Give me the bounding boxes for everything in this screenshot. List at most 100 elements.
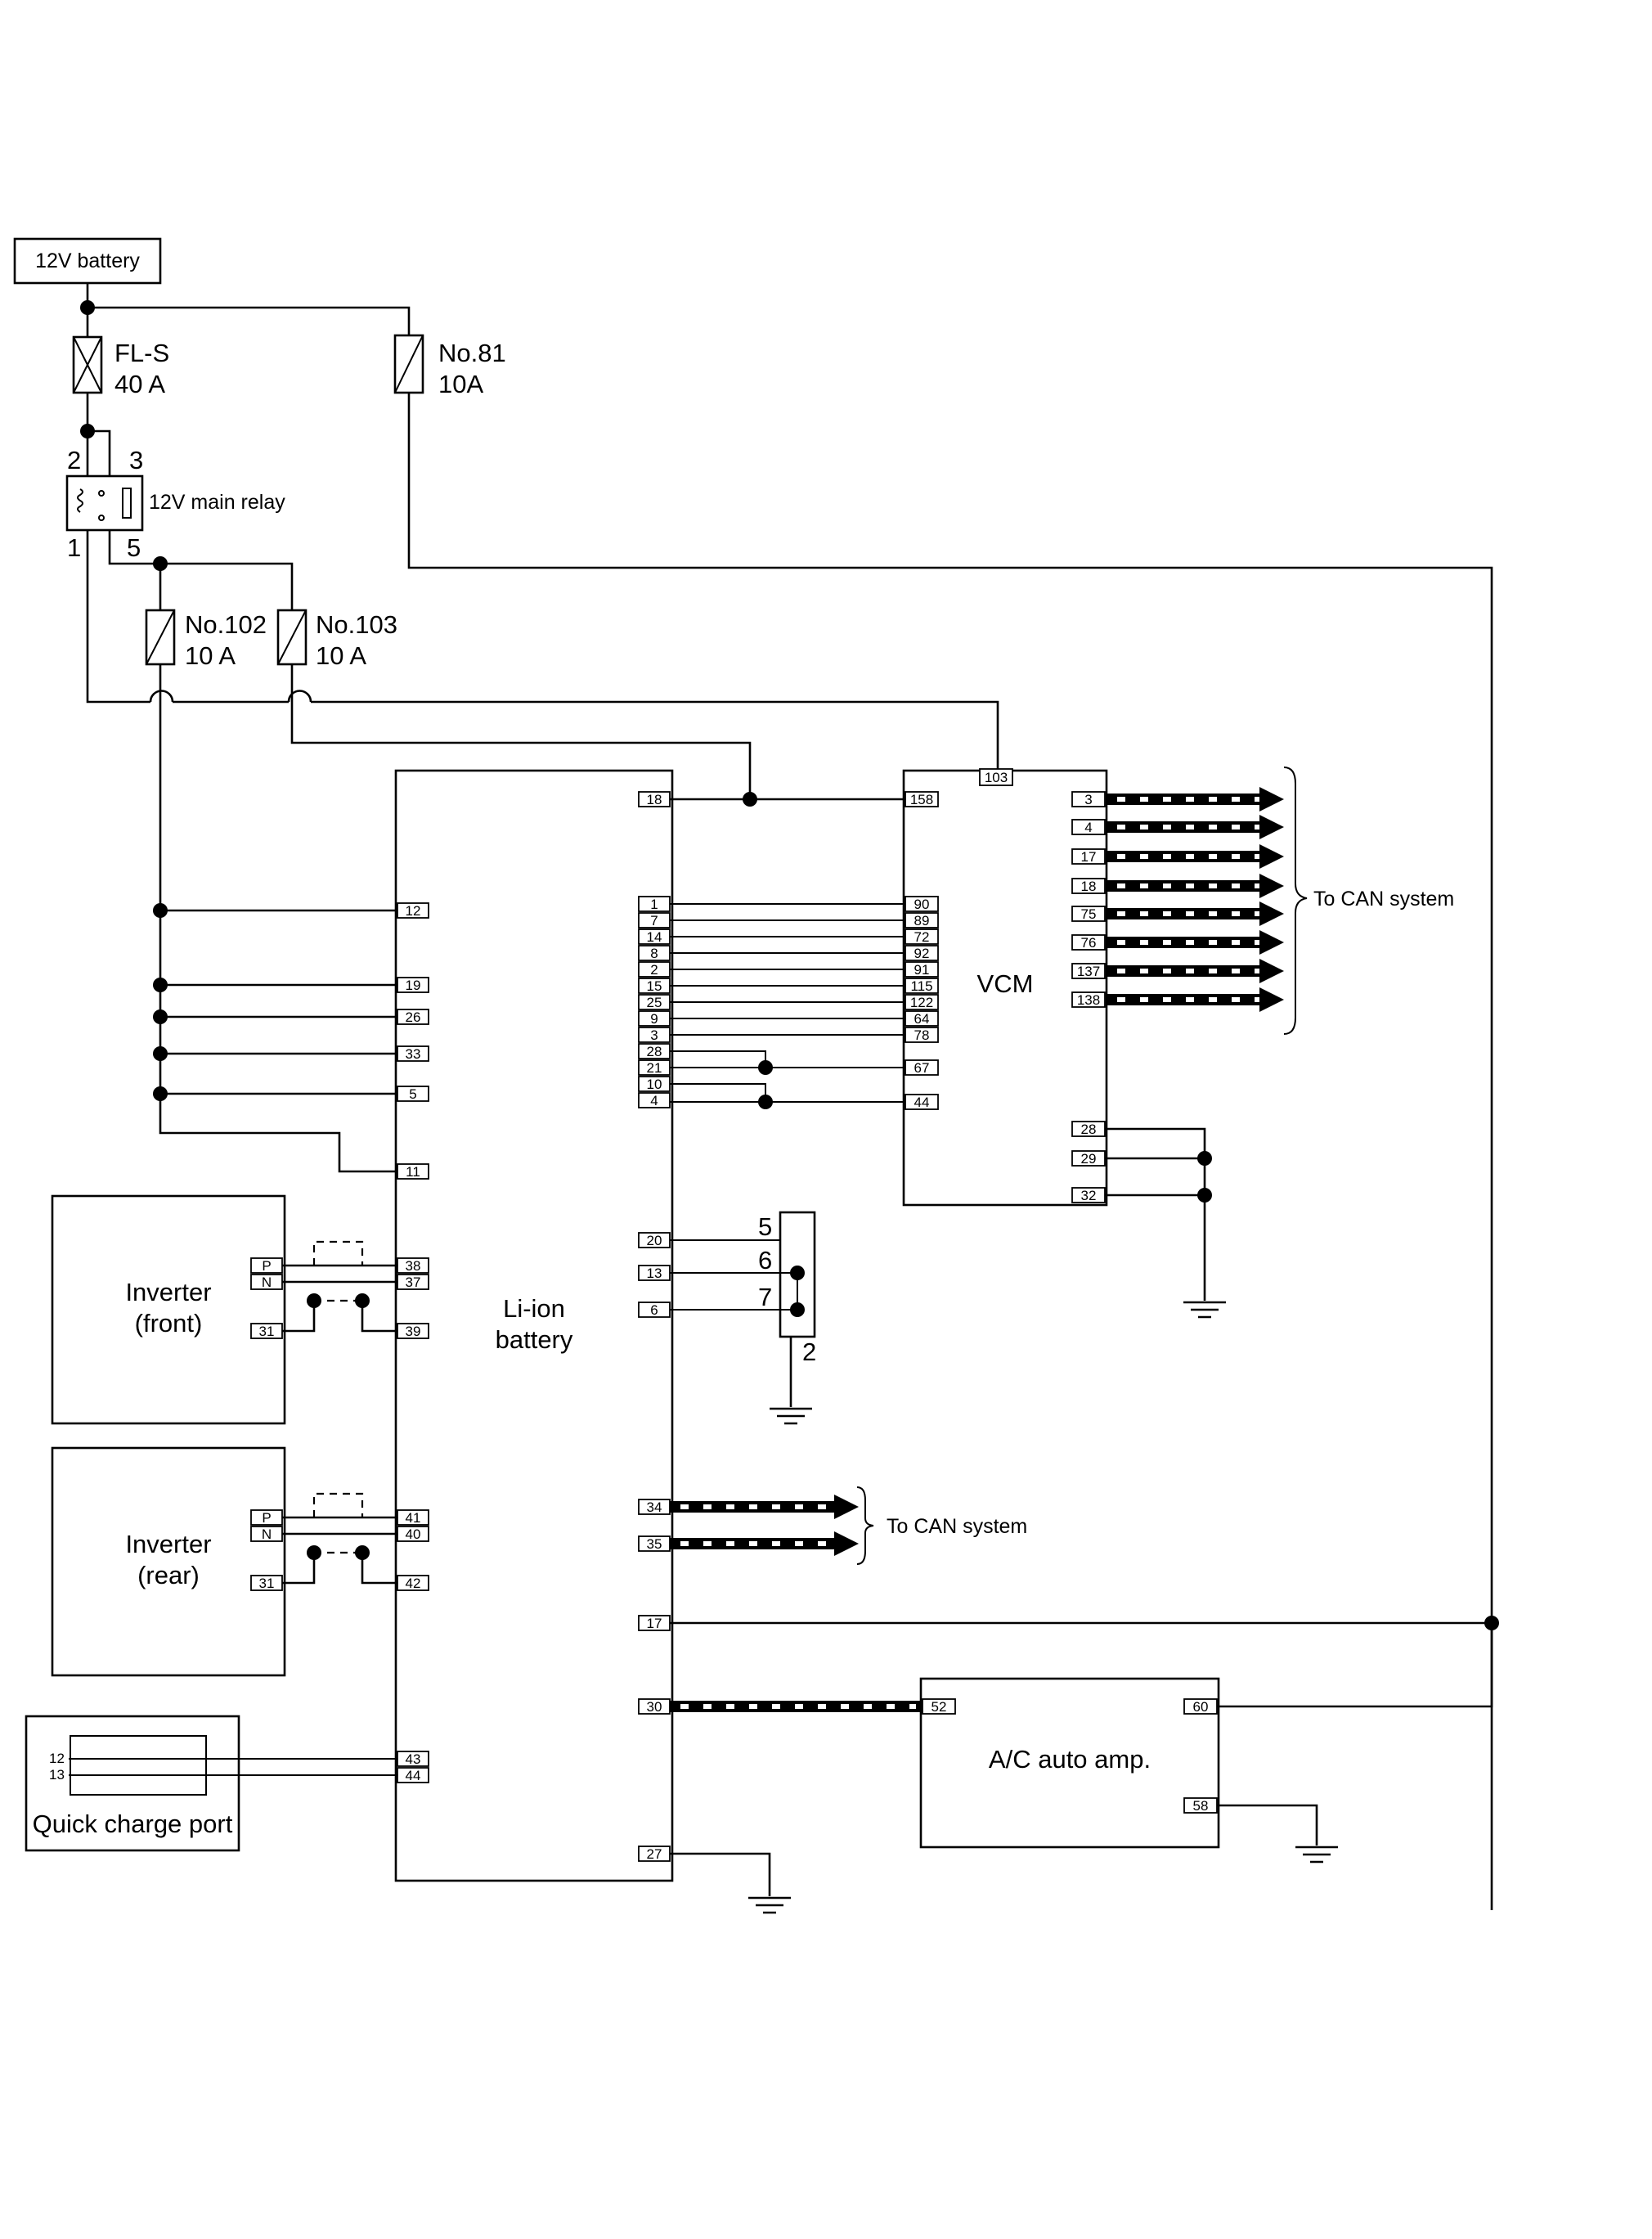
- vcm-pin-67: 67: [914, 1060, 930, 1076]
- li-ion-pin-38: 38: [406, 1258, 421, 1274]
- battery-can-label: To CAN system: [887, 1515, 1027, 1538]
- ac-amp-pin-60: 60: [1193, 1699, 1209, 1715]
- li-ion-pin-13: 13: [647, 1266, 662, 1281]
- vcm-pin-4: 4: [1084, 820, 1092, 835]
- vcm-pin-89: 89: [914, 913, 930, 928]
- inverter-front: Inverter (front) P N 31: [51, 1194, 286, 1425]
- relay-pin-3: 3: [129, 446, 143, 474]
- battery-12v-label: 12V battery: [35, 250, 140, 272]
- ground-icon: [748, 1896, 791, 1914]
- ac-amp-pin-58: 58: [1193, 1798, 1209, 1814]
- inverter-rear-label-1: Inverter: [125, 1530, 211, 1558]
- li-ion-pin-39: 39: [406, 1324, 421, 1339]
- vcm-pin-32: 32: [1081, 1188, 1097, 1203]
- inverter-front-pin-p: P: [262, 1258, 271, 1274]
- fuse-fl-s: FL-S 40 A: [72, 335, 169, 398]
- inverter-rear-label-2: (rear): [137, 1561, 200, 1589]
- li-ion-pin-34: 34: [647, 1499, 662, 1515]
- fuse-no102: No.102 10 A: [145, 609, 267, 670]
- vcm-pin-76: 76: [1081, 935, 1097, 951]
- vcm-pin-75: 75: [1081, 906, 1097, 922]
- vcm-pin-122: 122: [910, 995, 933, 1010]
- li-ion-pin-37: 37: [406, 1275, 421, 1290]
- li-ion-pin-28: 28: [647, 1044, 662, 1059]
- li-ion-pin-8: 8: [650, 946, 658, 961]
- li-ion-pin-10: 10: [647, 1077, 662, 1092]
- li-ion-pin-5: 5: [409, 1086, 416, 1102]
- ac-auto-amp: A/C auto amp. 52 60 58: [919, 1677, 1220, 1849]
- li-ion-pin-12: 12: [406, 903, 421, 919]
- vcm-pin-72: 72: [914, 929, 930, 945]
- li-ion-pin-14: 14: [647, 929, 662, 945]
- connector-pin-2: 2: [802, 1338, 816, 1366]
- vcm-pin-18: 18: [1081, 879, 1097, 894]
- li-ion-pin-1: 1: [650, 897, 658, 912]
- li-ion-pin-17: 17: [647, 1616, 662, 1631]
- relay-12v-main: 2 3 1 5 12V main relay: [65, 429, 285, 562]
- li-ion-label-2: battery: [496, 1325, 573, 1354]
- li-ion-pin-35: 35: [647, 1536, 662, 1552]
- inverter-front-label-1: Inverter: [125, 1278, 211, 1306]
- li-ion-left-pins: 12 19 26 33 5 11 38 37 39 41 40 42 43 44: [397, 902, 429, 1783]
- li-ion-pin-15: 15: [647, 978, 662, 994]
- li-ion-pin-43: 43: [406, 1751, 421, 1767]
- relay-pin-2: 2: [67, 446, 81, 474]
- battery-12v: 12V battery: [13, 237, 162, 285]
- li-ion-pin-6: 6: [650, 1302, 658, 1318]
- li-ion-pin-33: 33: [406, 1046, 421, 1062]
- vcm-pin-90: 90: [914, 897, 930, 912]
- quick-charge-pin-13: 13: [49, 1767, 65, 1783]
- vcm-pin-103: 103: [985, 770, 1008, 785]
- inverter-front-label-2: (front): [135, 1309, 203, 1338]
- connector-pin-7: 7: [758, 1283, 772, 1311]
- ground-icon: [1183, 1301, 1226, 1319]
- li-ion-right-pins: 18 1 7 14 8 2 15 25 9 3 28 21 10 4 20 13…: [638, 791, 671, 1862]
- ac-amp-label: A/C auto amp.: [989, 1745, 1151, 1774]
- li-ion-battery: Li-ion battery: [394, 769, 674, 1882]
- relay-pin-5: 5: [127, 533, 141, 562]
- connector-pin-5: 5: [758, 1212, 772, 1241]
- li-ion-pin-41: 41: [406, 1510, 421, 1526]
- inverter-rear-pin-31: 31: [259, 1576, 275, 1591]
- quick-charge-pin-12: 12: [49, 1751, 65, 1766]
- vcm-can-label: To CAN system: [1313, 888, 1454, 910]
- inverter-rear-pin-n: N: [262, 1526, 272, 1542]
- li-ion-pin-2: 2: [650, 962, 658, 978]
- li-ion-label-1: Li-ion: [503, 1294, 565, 1323]
- vcm-pin-78: 78: [914, 1027, 930, 1043]
- li-ion-pin-40: 40: [406, 1526, 421, 1542]
- vcm-pin-64: 64: [914, 1011, 930, 1027]
- inverter-front-pin-31: 31: [259, 1324, 275, 1339]
- li-ion-pin-21: 21: [647, 1060, 662, 1076]
- li-ion-pin-44: 44: [406, 1768, 421, 1783]
- li-ion-pin-4: 4: [650, 1093, 658, 1108]
- vcm-pin-92: 92: [914, 946, 930, 961]
- fuse-no103-name: No.103: [316, 610, 397, 639]
- li-ion-pin-30: 30: [647, 1699, 662, 1715]
- li-ion-pin-19: 19: [406, 978, 421, 993]
- fuse-no102-rating: 10 A: [185, 641, 236, 670]
- li-ion-pin-9: 9: [650, 1011, 658, 1027]
- vcm-pin-17: 17: [1081, 849, 1097, 865]
- fuse-fl-s-rating: 40 A: [114, 370, 165, 398]
- fuse-no81: No.81 10A: [393, 334, 506, 398]
- ground-icon: [1295, 1846, 1338, 1864]
- li-ion-pin-25: 25: [647, 995, 662, 1010]
- fuse-no102-name: No.102: [185, 610, 267, 639]
- vcm-pin-29: 29: [1081, 1151, 1097, 1167]
- fuse-no81-name: No.81: [438, 339, 506, 367]
- ac-amp-pin-52: 52: [931, 1699, 947, 1715]
- vcm-pin-137: 137: [1077, 964, 1100, 979]
- vcm-can-lines: To CAN system: [1107, 767, 1454, 1035]
- vcm-pin-91: 91: [914, 962, 930, 978]
- fuse-no103: No.103 10 A: [276, 609, 397, 670]
- inverter-front-pin-n: N: [262, 1275, 272, 1290]
- relay-pin-1: 1: [67, 533, 81, 562]
- li-ion-pin-42: 42: [406, 1576, 421, 1591]
- quick-charge-label: Quick charge port: [33, 1810, 233, 1838]
- ground-icon: [770, 1407, 812, 1425]
- li-ion-pin-3: 3: [650, 1027, 658, 1043]
- connector-block: 5 6 7 2: [670, 1211, 816, 1407]
- vcm-pin-44: 44: [914, 1095, 930, 1110]
- li-ion-pin-7: 7: [650, 913, 658, 928]
